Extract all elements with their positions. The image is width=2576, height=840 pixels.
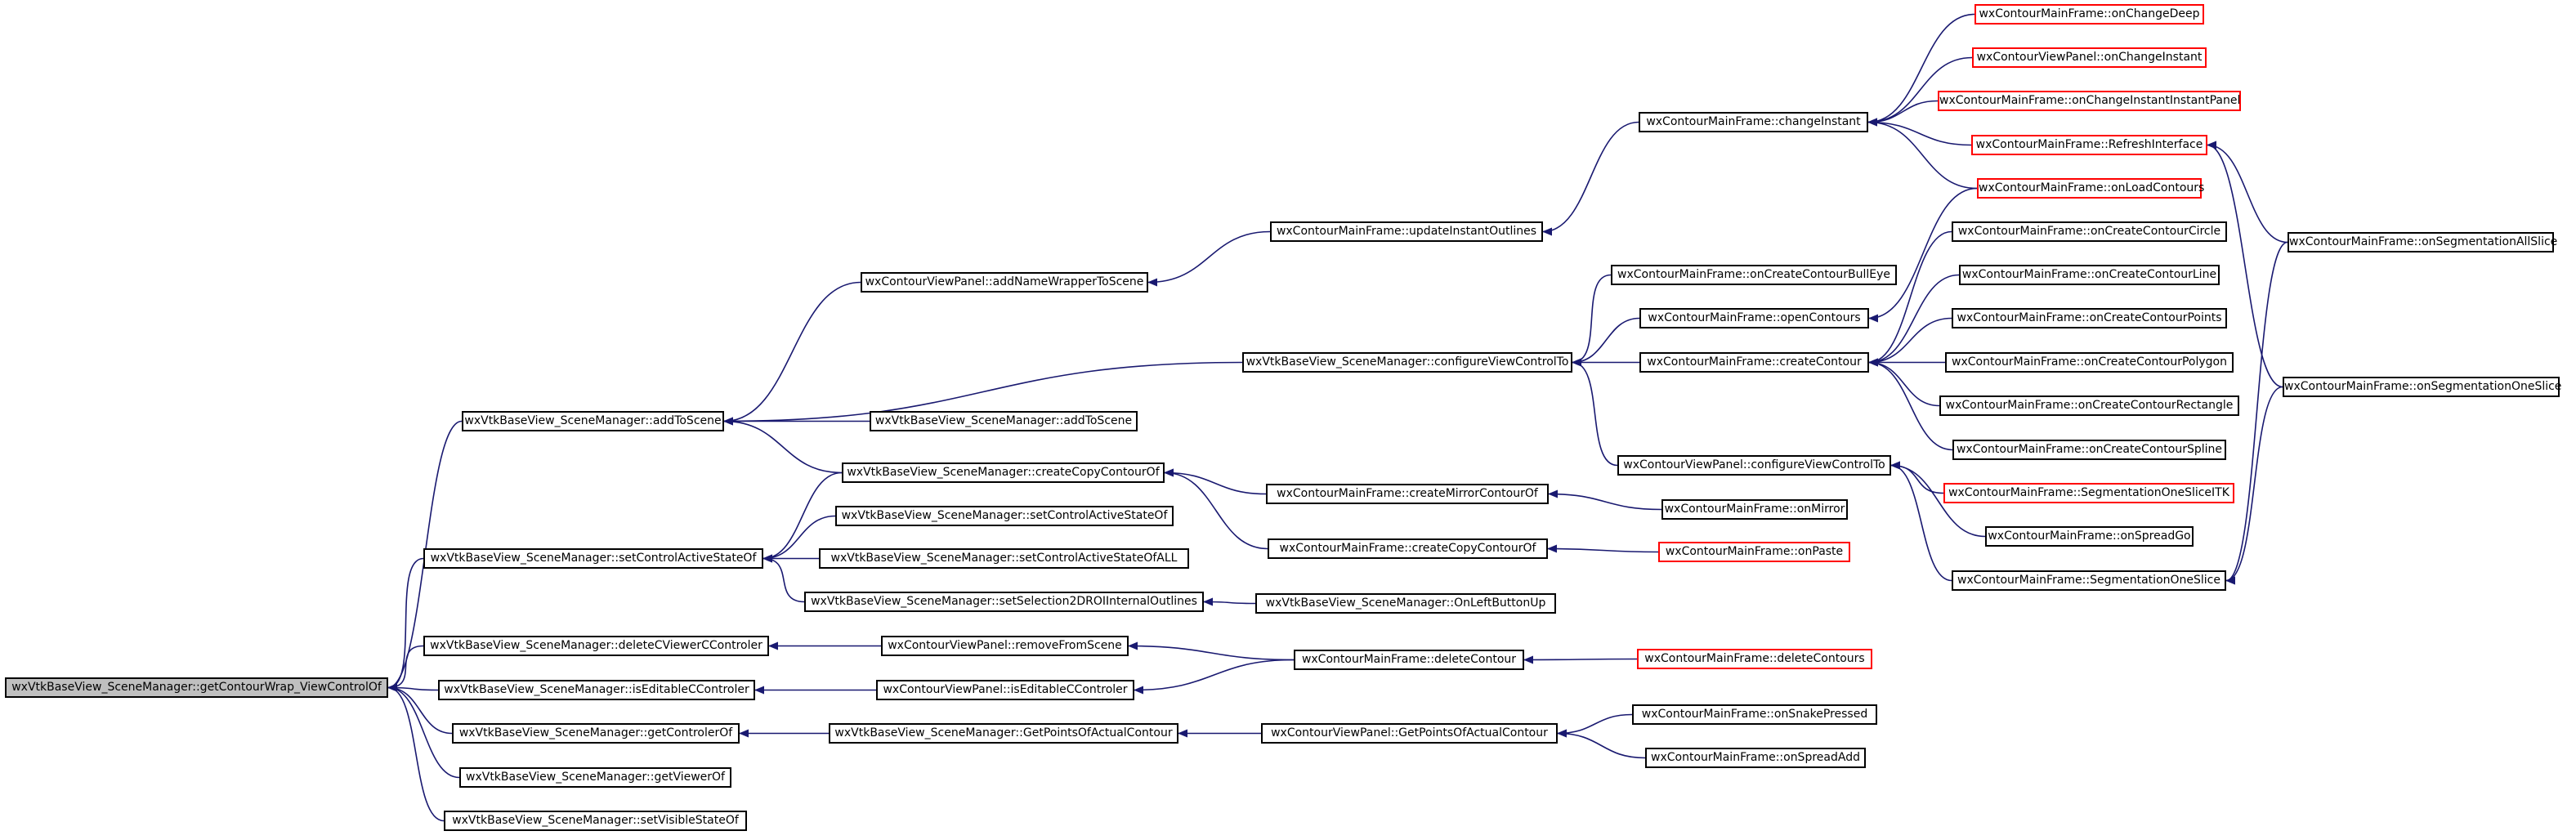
node-on-create-contour-circle[interactable]: wxContourMainFrame::onCreateContourCircl… [1952, 221, 2227, 242]
edge-openContours-to-smConfigureViewControlTo [1572, 317, 1640, 367]
node-on-paste[interactable]: wxContourMainFrame::onPaste [1658, 542, 1850, 562]
node-delete-contours[interactable]: wxContourMainFrame::deleteContours [1637, 649, 1872, 669]
node-refresh-interface[interactable]: wxContourMainFrame::RefreshInterface [1971, 135, 2207, 155]
edge-segmentationOneSliceITK-to-panelConfigureViewControlTo [1890, 461, 1944, 494]
edge-smConfigureViewControlTo-to-addToScene [723, 361, 1243, 426]
node-segmentation-one-slice[interactable]: wxContourMainFrame::SegmentationOneSlice [1952, 570, 2226, 591]
edge-deleteContour-to-panelRemoveFromScene [1128, 641, 1295, 661]
node-open-contours[interactable]: wxContourMainFrame::openContours [1639, 308, 1869, 328]
edge-createMirrorContourOf-to-createCopyContourOf [1164, 468, 1267, 495]
node-set-control-active-state-of-all[interactable]: wxVtkBaseView_SceneManager::setControlAc… [819, 548, 1189, 569]
node-on-segmentation-all-slice[interactable]: wxContourMainFrame::onSegmentationAllSli… [2288, 232, 2557, 252]
node-panel-get-points-of-actual-contour[interactable]: wxContourViewPanel::GetPointsOfActualCon… [1261, 723, 1558, 744]
edge-onCreateContourCircle-to-createContour [1868, 230, 1952, 367]
edge-onMirror-to-createMirrorContourOf [1548, 489, 1662, 511]
node-delete-contour[interactable]: wxContourMainFrame::deleteContour [1294, 650, 1524, 670]
node-on-create-contour-polygon[interactable]: wxContourMainFrame::onCreateContourPolyg… [1945, 352, 2234, 373]
edge-changeInstant-to-updateInstantOutlines [1542, 121, 1639, 236]
node-on-create-contour-rectangle[interactable]: wxContourMainFrame::onCreateContourRecta… [1939, 395, 2239, 416]
node-segmentation-one-slice-itk[interactable]: wxContourMainFrame::SegmentationOneSlice… [1943, 483, 2234, 503]
node-on-spread-add[interactable]: wxContourMainFrame::onSpreadAdd [1645, 748, 1866, 768]
node-set-control-active-state-of2[interactable]: wxVtkBaseView_SceneManager::setControlAc… [835, 506, 1174, 526]
node-on-change-deep[interactable]: wxContourMainFrame::onChangeDeep [1974, 4, 2204, 25]
edge-onSegmentationOneSlice-to-refreshInterface [2207, 141, 2283, 388]
edge-createCopyContourOf-to-setControlActiveStateOf [763, 471, 843, 563]
edge-onLoadContours-to-openContours [1868, 187, 1978, 323]
node-add-to-scene[interactable]: wxVtkBaseView_SceneManager::addToScene [462, 411, 724, 431]
node-on-create-contour-bull-eye[interactable]: wxContourMainFrame::onCreateContourBullE… [1611, 265, 1897, 285]
edge-onSnakePressed-to-panelGetPointsOfActualContour [1557, 713, 1633, 738]
node-change-instant[interactable]: wxContourMainFrame::changeInstant [1639, 112, 1868, 132]
node-set-control-active-state-of[interactable]: wxVtkBaseView_SceneManager::setControlAc… [423, 548, 763, 569]
node-create-mirror-contour-of[interactable]: wxContourMainFrame::createMirrorContourO… [1266, 484, 1549, 504]
node-set-selection2-droiinternal-outlines[interactable]: wxVtkBaseView_SceneManager::setSelection… [804, 592, 1204, 612]
node-on-mirror[interactable]: wxContourMainFrame::onMirror [1661, 499, 1848, 520]
node-panel-is-editable-ccontroler[interactable]: wxContourViewPanel::isEditableCControler [876, 680, 1134, 700]
edge-panelConfigureViewControlTo-to-smConfigureViewControlTo [1572, 358, 1618, 467]
node-on-snake-pressed[interactable]: wxContourMainFrame::onSnakePressed [1632, 704, 1877, 725]
edge-panelOnChangeInstant-to-changeInstant [1867, 56, 1973, 127]
node-on-create-contour-points[interactable]: wxContourMainFrame::onCreateContourPoint… [1952, 308, 2227, 328]
node-on-create-contour-spline[interactable]: wxContourMainFrame::onCreateContourSplin… [1952, 440, 2226, 460]
edge-updateInstantOutlines-to-panelAddNameWrapperToScene [1147, 230, 1271, 287]
edge-onLeftButtonUp-to-setSelection2DROIInternalOutlines [1203, 597, 1256, 606]
edge-setVisibleStateOf-to-root [387, 683, 445, 822]
node-create-contour[interactable]: wxContourMainFrame::createContour [1639, 352, 1869, 373]
edge-onCreateContourBullEye-to-smConfigureViewControlTo [1572, 274, 1612, 367]
edge-setControlActiveStateOf-to-root [387, 557, 424, 692]
edge-onChangeInstantInstantPanel-to-changeInstant [1867, 100, 1939, 127]
node-on-create-contour-line[interactable]: wxContourMainFrame::onCreateContourLine [1959, 265, 2220, 285]
edge-onCreateContourPoints-to-createContour [1868, 317, 1952, 367]
node-on-segmentation-one-slice[interactable]: wxContourMainFrame::onSegmentationOneSli… [2283, 377, 2561, 397]
node-panel-on-change-instant[interactable]: wxContourViewPanel::onChangeInstant [1972, 47, 2207, 68]
node-delete-cviewer-ccontroler[interactable]: wxVtkBaseView_SceneManager::deleteCViewe… [423, 636, 769, 656]
edge-deleteCViewerCControler-to-root [387, 645, 424, 692]
node-sm-get-points-of-actual-contour[interactable]: wxVtkBaseView_SceneManager::GetPointsOfA… [829, 723, 1178, 744]
edge-onSegmentationAllSlice-to-segmentationOneSlice [2225, 241, 2288, 585]
edge-setControlActiveStateOf2-to-setControlActiveStateOf [763, 515, 836, 563]
edge-onLoadContours-to-changeInstant [1867, 118, 1978, 190]
edge-onCreateContourRectangle-to-createContour [1868, 358, 1940, 407]
edge-onChangeDeep-to-changeInstant [1867, 13, 1975, 127]
edge-createCopyContourOf-to-addToScene [723, 417, 843, 474]
node-on-spread-go[interactable]: wxContourMainFrame::onSpreadGo [1985, 526, 2194, 547]
node-root: wxVtkBaseView_SceneManager::getContourWr… [5, 677, 388, 698]
edge-onCreateContourLine-to-createContour [1868, 274, 1960, 367]
node-panel-add-name-wrapper-to-scene[interactable]: wxContourViewPanel::addNameWrapperToScen… [861, 272, 1148, 293]
node-update-instant-outlines[interactable]: wxContourMainFrame::updateInstantOutline… [1270, 221, 1543, 242]
edge-deleteContour-to-panelIsEditableCControler [1134, 659, 1295, 695]
edge-segmentationOneSlice-to-panelConfigureViewControlTo [1890, 461, 1952, 582]
node-sm-configure-view-control-to[interactable]: wxVtkBaseView_SceneManager::configureVie… [1242, 352, 1572, 373]
edge-deleteContours-to-deleteContour [1523, 655, 1638, 664]
edge-onPaste-to-mfCreateCopyContourOf [1547, 544, 1659, 553]
edge-setSelection2DROIInternalOutlines-to-setControlActiveStateOf [763, 554, 805, 603]
node-mf-create-copy-contour-of[interactable]: wxContourMainFrame::createCopyContourOf [1268, 538, 1548, 559]
edge-mfCreateCopyContourOf-to-createCopyContourOf [1164, 468, 1268, 550]
edge-onSpreadAdd-to-panelGetPointsOfActualContour [1557, 729, 1646, 759]
node-on-left-button-up[interactable]: wxVtkBaseView_SceneManager::OnLeftButton… [1255, 593, 1556, 614]
edge-getViewerOf-to-root [387, 683, 460, 779]
edge-refreshInterface-to-changeInstant [1867, 118, 1972, 146]
edge-panelAddNameWrapperToScene-to-addToScene [723, 281, 861, 426]
node-on-change-instant-instant-panel[interactable]: wxContourMainFrame::onChangeInstantInsta… [1938, 91, 2241, 111]
node-get-viewer-of[interactable]: wxVtkBaseView_SceneManager::getViewerOf [459, 767, 731, 788]
edge-onSegmentationOneSlice-to-segmentationOneSlice [2225, 386, 2283, 585]
node-create-copy-contour-of[interactable]: wxVtkBaseView_SceneManager::createCopyCo… [842, 462, 1165, 483]
node-set-visible-state-of[interactable]: wxVtkBaseView_SceneManager::setVisibleSt… [444, 811, 747, 831]
node-sm-add-to-scene2[interactable]: wxVtkBaseView_SceneManager::addToScene [870, 411, 1138, 431]
edge-onSpreadGo-to-panelConfigureViewControlTo [1890, 461, 1986, 538]
edge-onCreateContourSpline-to-createContour [1868, 358, 1953, 451]
node-panel-configure-view-control-to[interactable]: wxContourViewPanel::configureViewControl… [1617, 455, 1891, 476]
node-panel-remove-from-scene[interactable]: wxContourViewPanel::removeFromScene [881, 636, 1129, 656]
node-get-controler-of[interactable]: wxVtkBaseView_SceneManager::getControler… [452, 723, 740, 744]
node-is-editable-ccontroler[interactable]: wxVtkBaseView_SceneManager::isEditableCC… [438, 680, 755, 700]
edge-onSegmentationAllSlice-to-refreshInterface [2207, 141, 2288, 244]
node-on-load-contours[interactable]: wxContourMainFrame::onLoadContours [1977, 178, 2204, 199]
edge-getControlerOf-to-root [387, 683, 453, 735]
